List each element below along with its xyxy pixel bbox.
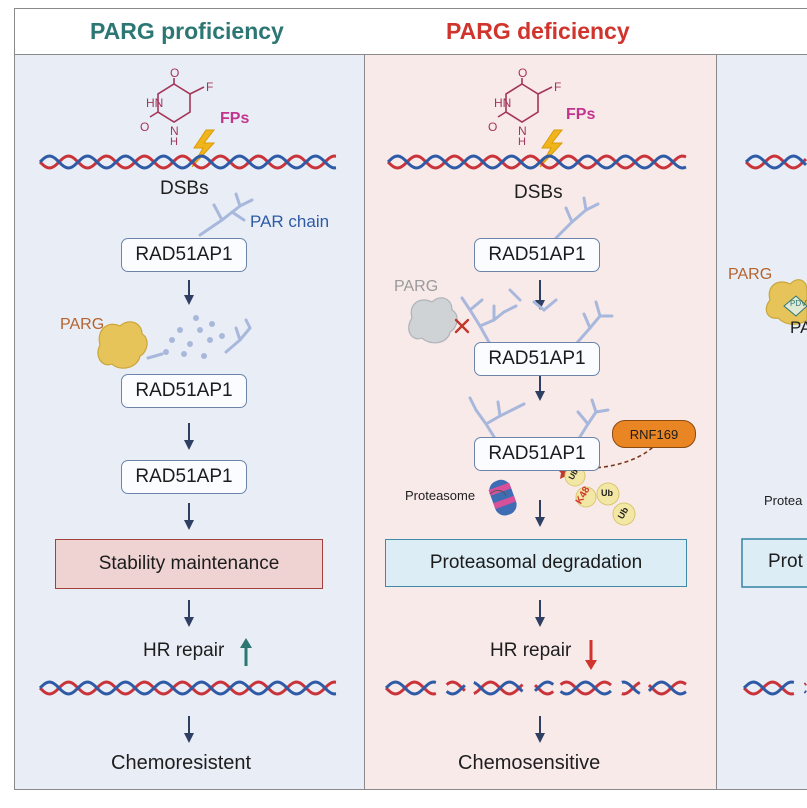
dna-helix-bottom-3 [742,680,807,696]
par-chain-icon [198,192,254,237]
prot-label: Prot [768,551,803,572]
third-panel [716,54,807,790]
hr-repair-label-2: HR repair [490,640,572,661]
inhibit-x-icon [454,318,470,334]
rad51ap1-box-3: RAD51AP1 [121,460,247,494]
dna-helix-bottom-2 [384,680,687,696]
atom-h-1: H [170,136,178,148]
par-chain-icon [554,196,600,240]
parg-label-3: PARG [728,266,773,283]
par-chain-icon [468,396,610,442]
rad51ap1-box-5: RAD51AP1 [474,342,600,376]
atom-n-2: N [518,124,527,138]
header-strip [14,8,807,56]
hr-repair-label-1: HR repair [143,640,225,661]
proteasomal-degradation-box: Proteasomal degradation [385,539,687,587]
dsbs-label-2: DSBs [514,182,563,203]
proteasome-label: Proteasome [405,488,476,503]
par-chain-label: PAR chain [250,212,330,231]
par-chain-icon [460,288,614,346]
rnf169-badge: RNF169 [612,420,696,448]
fps-label-1: FPs [220,110,250,127]
dna-helix-top-1 [38,154,337,170]
ubiquitin-icon [564,465,636,526]
par-chain-icon [146,318,252,360]
fps-label-2: FPs [566,106,596,123]
dna-helix-bottom-1 [38,680,337,696]
atom-o-left-2: O [488,120,498,134]
result-label-1: Chemoresistent [111,752,252,774]
fluorouracil-molecule-1 [149,78,205,123]
par-fragments [163,315,225,359]
pdv-label: PDV [790,299,807,308]
atom-hn-2: HN [494,96,512,110]
rad51ap1-box-1: RAD51AP1 [121,238,247,272]
result-label-2: Chemosensitive [458,752,601,774]
dsbs-label-1: DSBs [160,178,209,199]
protea-label: Protea [764,493,803,508]
proficiency-title: PARG proficiency [90,18,284,44]
third-col-box [741,538,807,588]
atom-hn-1: HN [146,96,164,110]
dna-helix-top-2 [386,154,687,170]
parg-label-1: PARG [60,316,105,333]
rad51ap1-box-2: RAD51AP1 [121,374,247,408]
proteasome-arrow [489,489,507,497]
atom-f-2: F [554,80,562,94]
atom-f-1: F [206,80,214,94]
atom-o-top-1: O [170,66,180,80]
atom-o-top-2: O [518,66,528,80]
pa-label: PA [790,318,807,337]
atom-h-2: H [518,136,526,148]
deficiency-title: PARG deficiency [446,18,630,44]
rad51ap1-box-6: RAD51AP1 [474,437,600,471]
parg-label-2: PARG [394,278,439,295]
rad51ap1-box-4: RAD51AP1 [474,238,600,272]
parg-enzyme-icon [97,321,148,369]
atom-n-1: N [170,124,179,138]
stability-maintenance-box: Stability maintenance [55,539,323,589]
proteasome-icon [488,479,517,516]
pdv-tag [783,295,807,317]
dna-helix-top-3 [744,154,807,170]
atom-o-left-1: O [140,120,150,134]
ub-label-2: Ub [601,488,613,498]
fluorouracil-molecule-2 [497,78,553,123]
